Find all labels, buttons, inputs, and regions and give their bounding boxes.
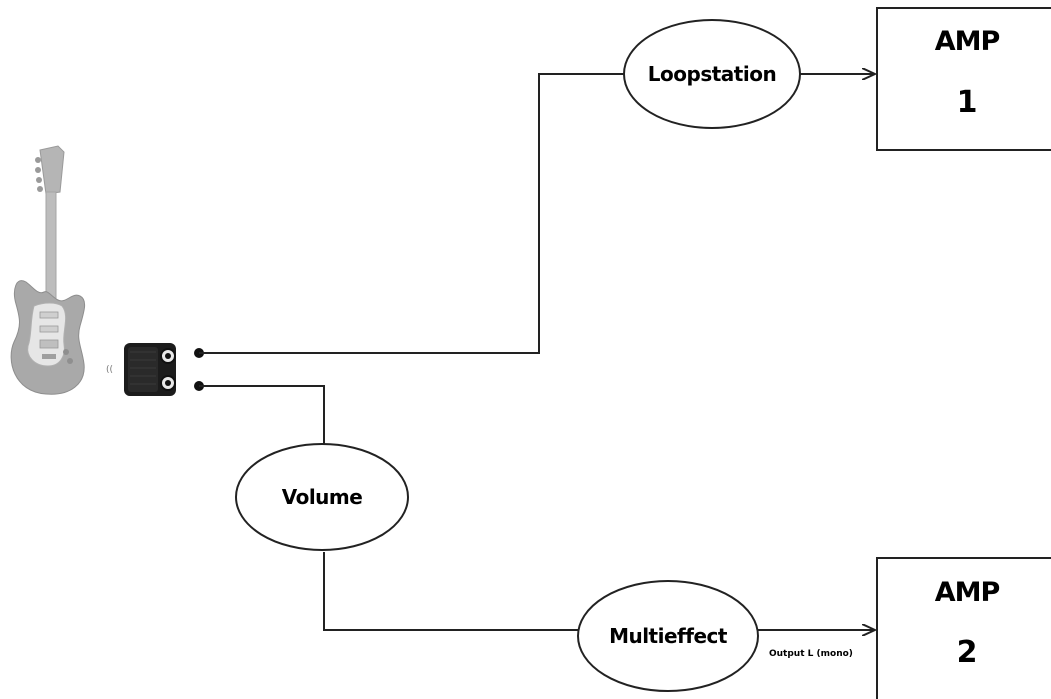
svg-text:((: (( (106, 365, 113, 375)
loopstation-label: Loopstation (648, 62, 776, 86)
amp-1-number: 1 (957, 85, 978, 120)
output-l-label: Output L (mono) (769, 649, 853, 659)
volume-node: Volume (235, 443, 409, 551)
wire-splitter-to-loopstation (199, 73, 624, 354)
loopstation-node: Loopstation (623, 19, 801, 129)
amp-2-box: AMP 2 (876, 557, 1051, 699)
amp-2-number: 2 (957, 635, 978, 670)
multieffect-label: Multieffect (609, 624, 728, 648)
amp-2-title: AMP (935, 577, 1000, 608)
y-splitter-icon (124, 343, 176, 396)
amp-1-box: AMP 1 (876, 7, 1051, 151)
electric-guitar-icon: (( (10, 145, 113, 395)
wire-volume-to-multieffect (323, 552, 578, 631)
volume-label: Volume (282, 485, 363, 509)
wire-splitter-to-volume (199, 385, 325, 452)
amp-1-title: AMP (935, 26, 1000, 57)
multieffect-node: Multieffect (577, 580, 759, 692)
